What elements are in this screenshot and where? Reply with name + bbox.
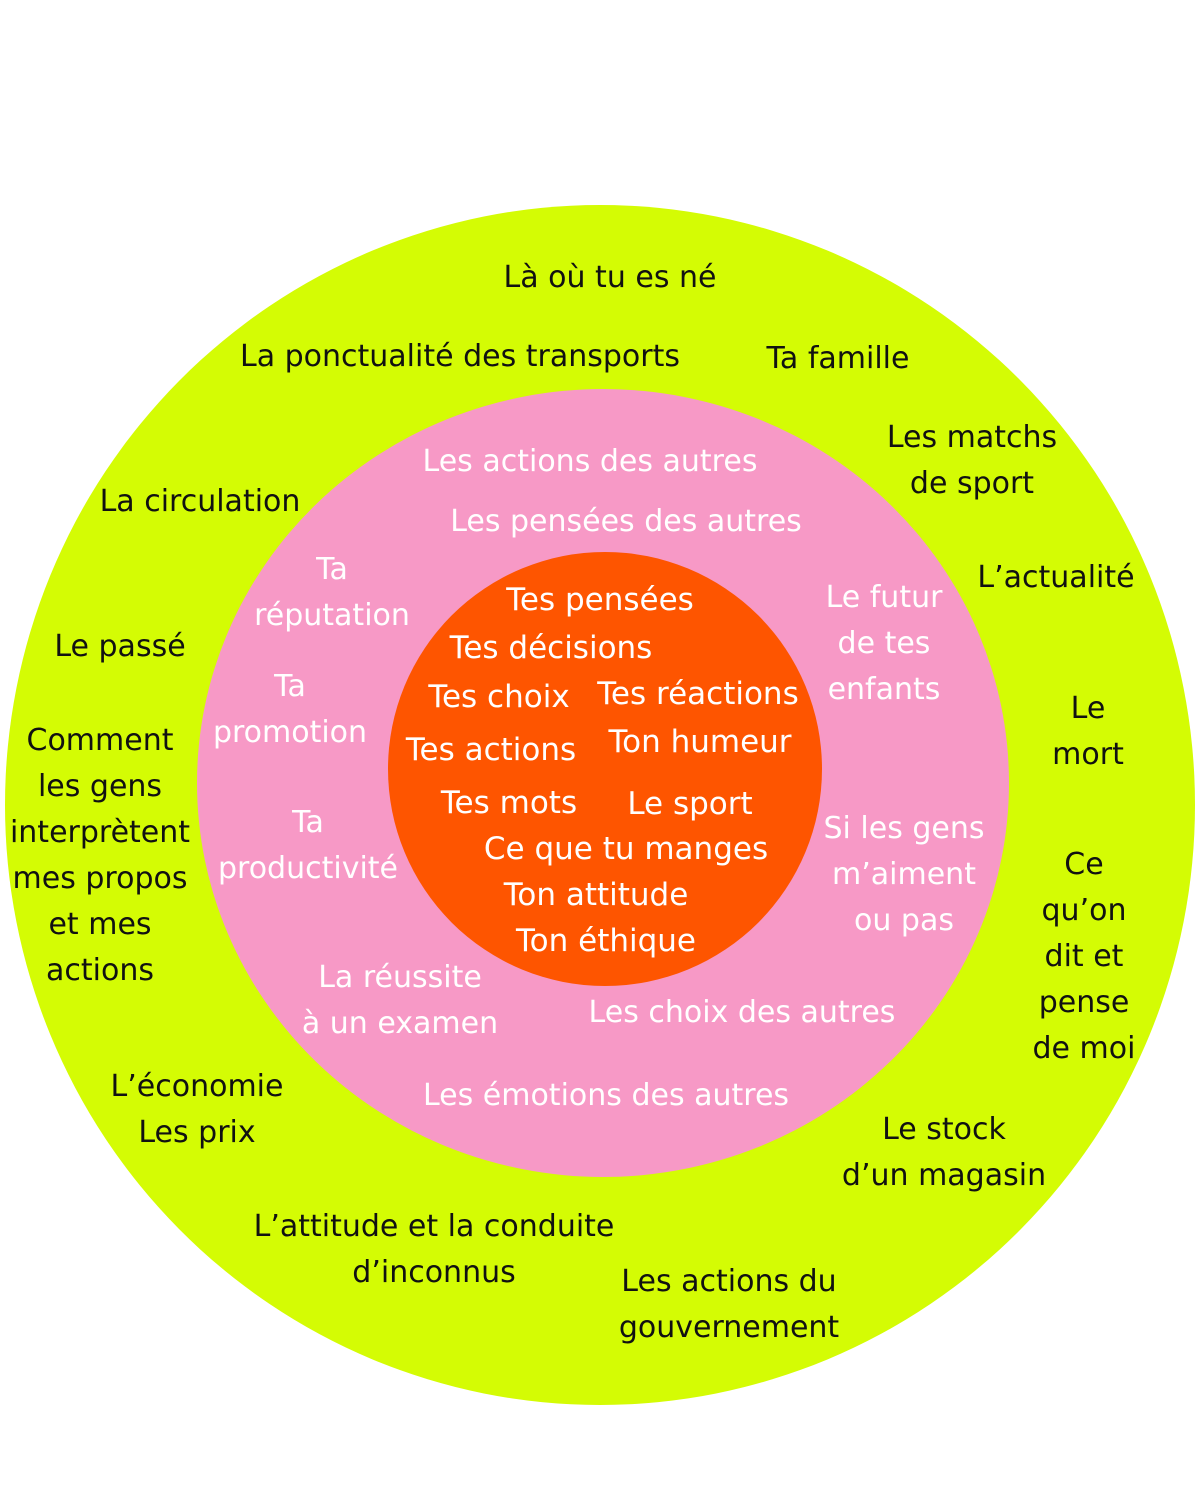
inner-label-humeur: Ton humeur (608, 724, 792, 760)
inner-label-decisions: Tes décisions (449, 630, 653, 666)
inner-label-choix: Tes choix (428, 679, 570, 715)
outer-label-gouvernement: Les actions du gouvernement (618, 1264, 840, 1345)
middle-label-choix-autres: Les choix des autres (588, 995, 896, 1030)
inner-label-actions: Tes actions (405, 732, 577, 768)
outer-label-stock: Le stock d’un magasin (841, 1112, 1047, 1193)
outer-label-economie: L’économie Les prix (110, 1069, 284, 1150)
middle-label-reputation: Ta réputation (254, 552, 410, 633)
inner-label-mots: Tes mots (440, 785, 578, 821)
outer-label-famille: Ta famille (766, 341, 910, 376)
outer-label-ne: Là où tu es né (503, 260, 717, 295)
outer-label-dit: Ce qu’on dit et pense de moi (1032, 847, 1136, 1066)
outer-label-circulation: La circulation (99, 484, 301, 519)
inner-label-sport: Le sport (627, 786, 753, 822)
middle-label-actions-autres: Les actions des autres (422, 444, 758, 479)
inner-label-pensees: Tes pensées (506, 582, 694, 618)
outer-label-inconnus: L’attitude et la conduite d’inconnus (253, 1209, 615, 1290)
outer-label-matchs: Les matchs de sport (886, 420, 1058, 501)
inner-label-ethique: Ton éthique (515, 923, 697, 959)
middle-label-productivite: Ta productivité (217, 805, 399, 886)
middle-label-pensees-autres: Les pensées des autres (450, 504, 802, 539)
inner-label-attitude: Ton attitude (503, 877, 689, 913)
middle-label-promotion: Ta promotion (212, 669, 368, 750)
outer-label-interpretent: Comment les gens interprètent mes propos… (9, 723, 191, 988)
outer-label-actualite: L’actualité (977, 560, 1135, 595)
middle-label-emotions-autres: Les émotions des autres (422, 1078, 790, 1113)
middle-label-futur: Le futur de tes enfants (825, 580, 943, 707)
middle-label-aiment: Si les gens m’aiment ou pas (823, 811, 985, 938)
middle-label-reussite: La réussite à un examen (301, 960, 499, 1041)
outer-label-ponctualite: La ponctualité des transports (239, 339, 681, 374)
outer-label-passe: Le passé (54, 629, 186, 664)
inner-label-manges: Ce que tu manges (483, 831, 769, 867)
outer-label-mort: Le mort (1052, 691, 1124, 772)
inner-circle (388, 552, 822, 986)
inner-label-reactions: Tes réactions (597, 676, 799, 712)
